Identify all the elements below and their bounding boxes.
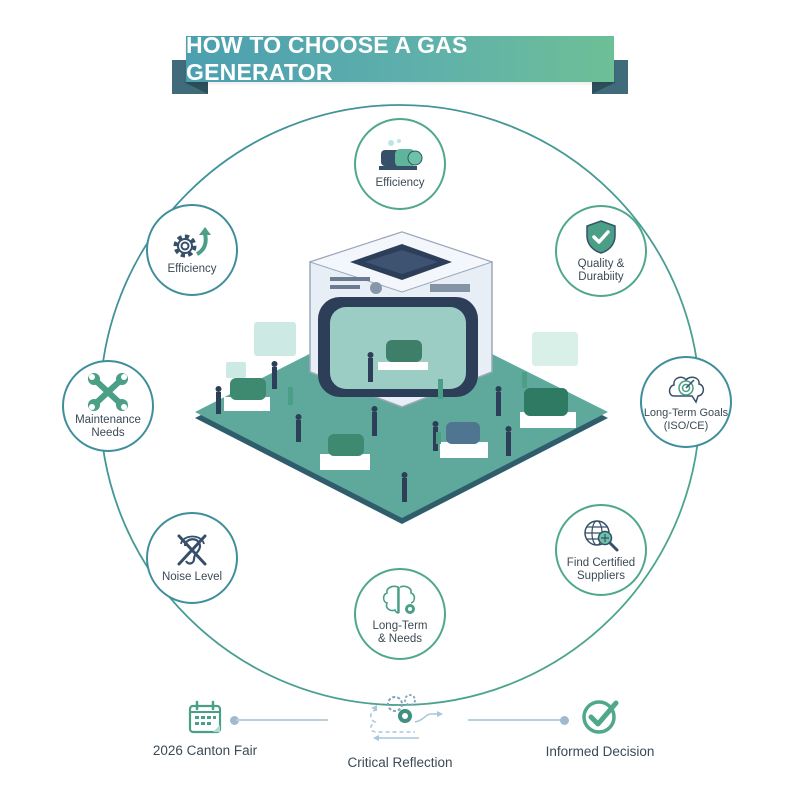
node-label-line: Durabiity [578, 270, 624, 283]
node-label: Find Certified Suppliers [567, 557, 635, 583]
check-circle-icon [582, 700, 619, 734]
connector-line [236, 719, 328, 721]
cycle-node-quality-durability: Quality & Durabiity [555, 205, 647, 297]
banner-fold-right [592, 82, 616, 94]
connector-line [468, 719, 564, 721]
connector-dot [230, 716, 239, 725]
wrenches-icon [88, 372, 128, 411]
footer-step-label: Critical Reflection [347, 755, 453, 770]
node-label-line: Long-Term Goals [643, 406, 729, 419]
node-label-line: (ISO/CE) [663, 419, 709, 432]
footer-step-label: Informed Decision [545, 744, 655, 759]
footer-step-informed-decision: Informed Decision [520, 697, 680, 759]
node-label: Efficiency [375, 177, 425, 189]
isometric-showroom-illustration [190, 222, 610, 528]
node-label-line: Needs [91, 426, 125, 439]
footer-step-canton-fair: 2026 Canton Fair [130, 700, 280, 758]
connector-dot [560, 716, 569, 725]
cycle-node-efficiency-left: Efficiency [146, 204, 238, 296]
node-label: Long-Term Goals (ISO/CE) [644, 407, 728, 433]
cycle-node-noise-level: Noise Level [146, 512, 238, 604]
node-label-line: Find Certified [566, 556, 636, 569]
node-label: Efficiency [167, 263, 217, 275]
node-label-line: Long-Term [372, 619, 428, 632]
footer-step-label: 2026 Canton Fair [152, 743, 258, 758]
cycle-node-long-term-needs: Long-Term & Needs [354, 568, 446, 660]
calendar-icon [188, 700, 222, 734]
node-label-line: & Needs [377, 632, 423, 645]
cycle-node-maintenance-needs: Maintenance Needs [62, 360, 154, 452]
generator-icon [379, 139, 423, 170]
globe-search-icon [584, 519, 619, 551]
page-title: HOW TO CHOOSE A GAS GENERATOR [186, 32, 614, 85]
node-label-line: Maintenance [75, 413, 141, 426]
banner-fold-left [184, 82, 208, 94]
node-label: Long-Term & Needs [373, 620, 428, 646]
title-banner: HOW TO CHOOSE A GAS GENERATOR [0, 0, 800, 110]
cycle-node-find-certified-suppliers: Find Certified Suppliers [555, 504, 647, 596]
footer-step-critical-reflection: Critical Reflection [330, 692, 470, 770]
node-label: Quality & Durabiity [578, 258, 625, 284]
gears-loop-icon [370, 694, 443, 741]
brain-gear-icon [382, 585, 416, 614]
cycle-node-efficiency-top: Efficiency [354, 118, 446, 210]
node-label: Maintenance Needs [75, 414, 141, 440]
shield-check-icon [586, 219, 616, 254]
node-label-line: Quality & [577, 257, 625, 270]
gear-arrow-icon [173, 227, 211, 258]
node-label: Noise Level [161, 571, 223, 583]
cycle-node-long-term-goals: Long-Term Goals (ISO/CE) [640, 356, 732, 448]
node-label-line: Suppliers [577, 569, 625, 582]
ear-crossed-icon [177, 534, 207, 566]
target-thought-icon [668, 375, 705, 404]
